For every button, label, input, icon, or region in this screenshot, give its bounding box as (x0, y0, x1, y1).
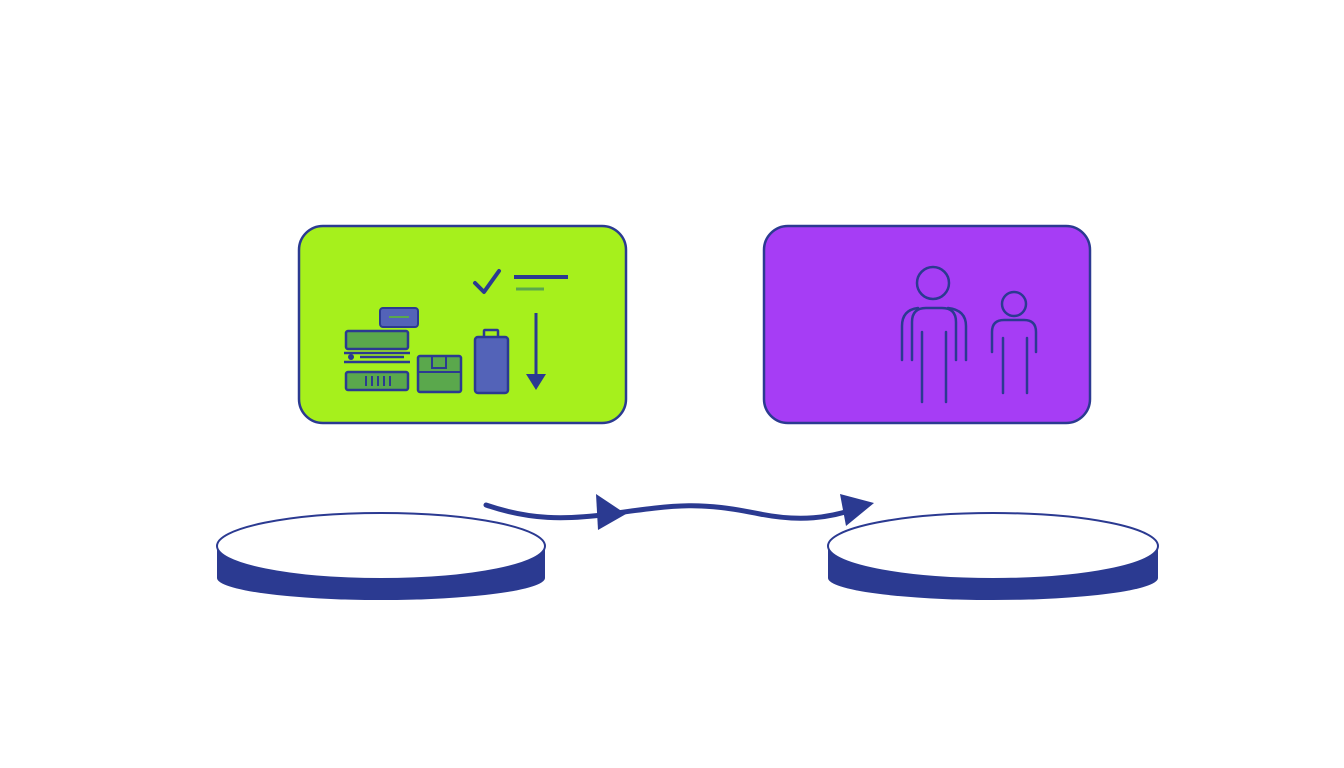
people-card-bg (762, 224, 1092, 425)
shelf-stack-icon (344, 329, 410, 392)
inventory-card (297, 224, 628, 425)
source-platform-top (216, 512, 546, 580)
flow-arrow (483, 494, 874, 530)
flow-arrowhead-end (840, 494, 874, 526)
container-icon (473, 328, 510, 395)
destination-platform (827, 512, 1159, 600)
flow-arrow-line (483, 502, 861, 521)
people-card (762, 224, 1092, 425)
check-icon (473, 269, 568, 294)
box-icon (416, 354, 463, 394)
arrow-down-icon (526, 313, 546, 390)
source-platform (216, 512, 546, 600)
destination-platform-top (827, 512, 1159, 580)
child-figure-icon (990, 290, 1038, 395)
flow-arrowhead-middle (596, 494, 626, 530)
adult-figure-icon (900, 265, 968, 404)
inventory-card-bg (297, 224, 628, 425)
inventory-stack-icon (344, 269, 568, 395)
people-icon (900, 265, 1038, 404)
